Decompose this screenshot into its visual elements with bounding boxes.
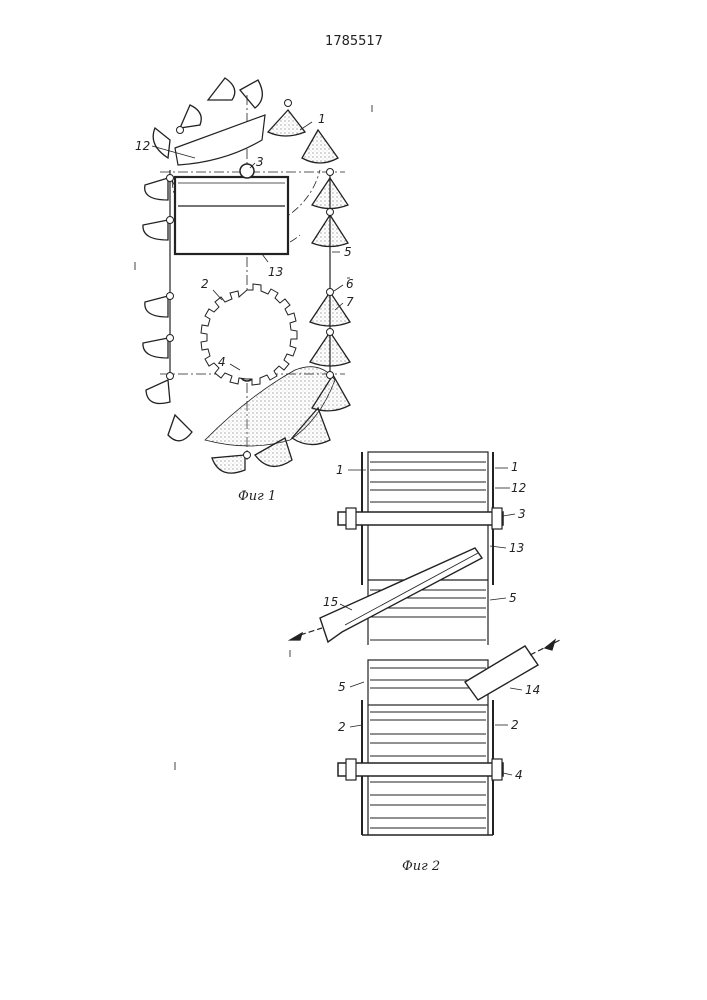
fig2-label-2-right: 2 [511, 718, 519, 732]
fig2-label-15: 15 [323, 595, 338, 609]
figure-1 [143, 78, 350, 473]
fig1-label-12: 12 [135, 139, 150, 153]
bucket-r1 [268, 110, 305, 136]
discharge-arrow-head [290, 633, 302, 640]
upper-shaft-bearing-r [492, 508, 502, 529]
bucket-l3 [145, 296, 168, 317]
fig2-label-5-left: 5 [338, 680, 346, 694]
discharge-arrow-line [300, 628, 322, 635]
bucket-r3 [312, 178, 348, 209]
bucket-l5 [146, 380, 170, 404]
fig1-label-1: 1 [318, 112, 326, 126]
fig2-label-2-left: 2 [338, 720, 346, 734]
feed-arrow-head [545, 640, 555, 650]
fig1-label-5: 5 [344, 245, 352, 259]
fig2-label-5-right: 5 [509, 591, 517, 605]
fig2-label-1-right: 1 [511, 460, 519, 474]
fig1-label-2: 2 [201, 277, 209, 291]
bucket-top3 [208, 78, 235, 100]
bucket-top4 [240, 80, 262, 108]
bucket-r5 [310, 292, 350, 326]
fig1-label-4: 4 [218, 355, 226, 369]
fig1-label-13: 13 [268, 265, 283, 279]
bucket-b2 [212, 455, 245, 473]
upper-shaft [338, 512, 503, 525]
fig1-label-7: 7 [346, 295, 354, 309]
fig2-caption: Фиг 2 [402, 859, 440, 874]
bucket-top2 [180, 105, 201, 128]
patent-number: 1785517 [325, 34, 383, 49]
fig2-label-1-left: 1 [336, 463, 344, 477]
lower-shaft [338, 763, 503, 776]
bucket-l2 [143, 220, 168, 240]
bucket-l6 [168, 415, 192, 441]
collector-box [175, 177, 288, 254]
fig1-caption: Фиг 1 [238, 489, 276, 504]
bucket-top1 [153, 128, 170, 158]
fig1-label-6: 6 [346, 277, 354, 291]
bucket-l1 [145, 178, 168, 200]
fig2-label-13: 13 [509, 541, 524, 555]
bucket-l4 [143, 338, 168, 358]
chute-15-inner [345, 553, 478, 625]
lower-shaft-bearing-r [492, 759, 502, 780]
upper-hopper [175, 115, 265, 165]
bucket-r2 [302, 130, 338, 163]
lower-shaft-bearing-l [346, 759, 356, 780]
bucket-r4 [312, 215, 348, 247]
bucket-r6 [310, 332, 350, 366]
upper-shaft-bearing-l [346, 508, 356, 529]
lower-sprocket [201, 284, 297, 385]
fig2-label-12: 12 [511, 481, 526, 495]
fig2-label-14: 14 [525, 683, 540, 697]
fig2-label-4: 4 [515, 768, 523, 782]
fig2-label-3: 3 [518, 507, 526, 521]
fig1-label-3: 3 [256, 155, 264, 169]
